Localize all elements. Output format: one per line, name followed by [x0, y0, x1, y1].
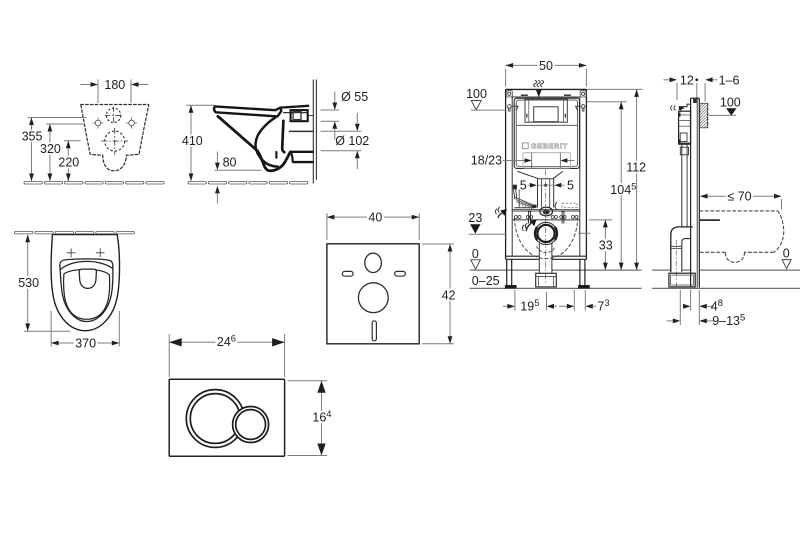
svg-text:530: 530: [18, 276, 39, 290]
svg-text:Ø 55: Ø 55: [341, 90, 368, 104]
svg-text:220: 220: [58, 156, 79, 170]
svg-text:50: 50: [539, 59, 553, 73]
svg-text:≤ 70: ≤ 70: [727, 189, 751, 203]
svg-text:112: 112: [626, 161, 646, 175]
svg-text:33: 33: [599, 239, 613, 253]
svg-text:320: 320: [40, 142, 61, 156]
svg-text:355: 355: [22, 130, 43, 144]
svg-text:80: 80: [223, 156, 237, 170]
svg-text:370: 370: [75, 337, 96, 351]
svg-text:1–6: 1–6: [719, 73, 740, 87]
svg-text:9–135: 9–135: [712, 311, 745, 328]
svg-text:Ø 102: Ø 102: [335, 134, 369, 148]
svg-text:0: 0: [472, 247, 479, 261]
svg-text:GEBERIT: GEBERIT: [531, 142, 568, 151]
svg-text:5: 5: [520, 179, 527, 193]
svg-text:0–25: 0–25: [472, 274, 500, 288]
svg-text:410: 410: [182, 134, 203, 148]
svg-text:100: 100: [466, 87, 487, 101]
svg-text:0: 0: [783, 247, 790, 261]
svg-text:5: 5: [567, 179, 574, 193]
svg-text:18/23: 18/23: [471, 154, 502, 168]
svg-text:42: 42: [442, 288, 456, 302]
svg-text:12: 12: [680, 73, 694, 87]
svg-text:40: 40: [368, 211, 382, 225]
svg-text:1045: 1045: [610, 180, 636, 197]
svg-text:100: 100: [720, 96, 741, 110]
svg-text:23: 23: [468, 211, 482, 225]
svg-text:180: 180: [104, 78, 125, 92]
